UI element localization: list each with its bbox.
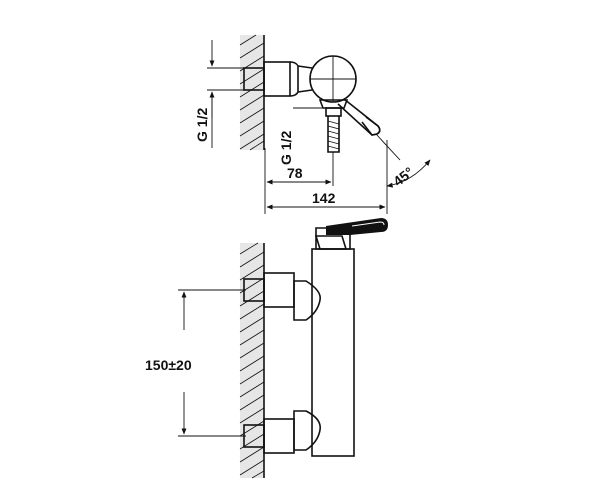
wall-connection-top — [243, 61, 313, 97]
dim-connection-spacing: 150±20 — [145, 289, 246, 437]
dim-outlet-offset: 78 — [266, 165, 332, 185]
wall-top-view — [239, 34, 265, 151]
dim-total-projection: 142 — [266, 190, 386, 210]
lever-front — [326, 218, 388, 235]
dim-thread-wall-label: G 1/2 — [194, 108, 210, 142]
dim-lever-angle-label: 45° — [390, 164, 417, 190]
front-view: 150±20 — [145, 218, 388, 479]
top-view: G 1/2 G 1/2 78 142 45° — [194, 34, 431, 214]
dim-thread-wall: G 1/2 — [194, 40, 246, 148]
dim-outlet-offset-label: 78 — [287, 165, 303, 181]
dim-connection-spacing-label: 150±20 — [145, 357, 192, 373]
dim-thread-outlet-label: G 1/2 — [278, 131, 294, 165]
dim-lever-angle: 45° — [375, 133, 431, 190]
dim-thread-outlet: G 1/2 — [278, 107, 326, 165]
lever-top — [337, 98, 381, 136]
hose-outlet-top — [318, 99, 349, 153]
dim-total-projection-label: 142 — [312, 190, 336, 206]
mixer-body-top — [309, 55, 357, 103]
